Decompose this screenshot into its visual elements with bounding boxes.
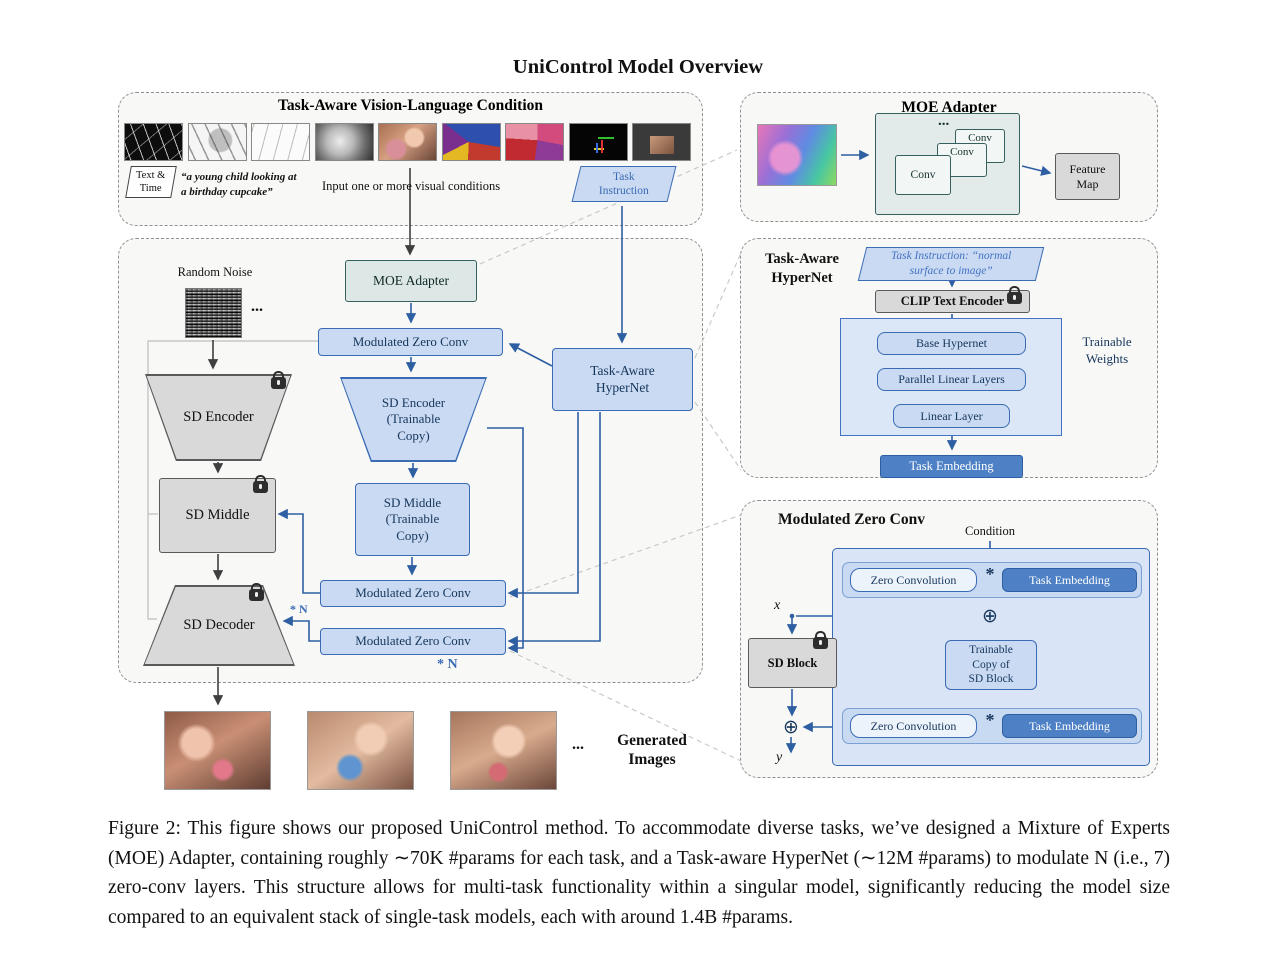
hypernet-task-instruction-shape: Task Instruction: “normal surface to ima…: [857, 247, 1045, 281]
lock-icon: [249, 583, 264, 601]
parallel-linear-layers-box: Parallel Linear Layers: [877, 368, 1026, 391]
conv-box-back-label: Conv: [968, 132, 992, 144]
generated-image-1: [164, 711, 271, 790]
noise-ellipsis: ...: [251, 298, 263, 315]
sd-encoder-label: SD Encoder: [183, 409, 254, 426]
mzc-panel-title: Modulated Zero Conv: [778, 511, 925, 528]
n-repeat-side-label: * N: [290, 602, 308, 616]
generated-images-label: Generated Images: [617, 732, 687, 769]
moe-adapter-box: MOE Adapter: [345, 260, 477, 302]
moe-panel-title: MOE Adapter: [901, 99, 997, 116]
hypernet-task-instruction-label: Task Instruction: “normal surface to ima…: [890, 250, 1012, 277]
modulated-zero-conv-top-box: Modulated Zero Conv: [318, 328, 503, 356]
task-instruction-label: Task Instruction: [599, 170, 649, 197]
task-instruction-shape: Task Instruction: [571, 166, 677, 202]
conv-box-front-label: Conv: [910, 169, 936, 181]
generated-image-3: [450, 711, 557, 790]
feature-map-box: Feature Map: [1055, 153, 1120, 200]
base-hypernet-box: Base Hypernet: [877, 332, 1026, 355]
condition-thumbnail-hed-boundary-map: [187, 123, 247, 161]
y-output-label: y: [776, 750, 783, 765]
text-time-label: Text & Time: [136, 169, 166, 194]
prompt-quote: “a young child looking at a birthday cup…: [181, 171, 297, 198]
task-embedding-bottom-box: Task Embedding: [1002, 714, 1137, 738]
sd-decoder-label: SD Decoder: [183, 617, 255, 634]
trainable-weights-label: Trainable Weights: [1082, 334, 1132, 366]
generated-images-dots: ...: [572, 736, 584, 753]
sd-decoder: SD Decoder: [143, 585, 295, 666]
condition-thumbnails: [124, 123, 697, 161]
task-aware-hypernet-box: Task-Aware HyperNet: [552, 348, 693, 411]
modulated-zero-conv-bottom-box: Modulated Zero Conv: [320, 628, 506, 655]
figure-caption: Figure 2: This figure shows our proposed…: [108, 818, 1170, 928]
sd-encoder-trainable-copy: SD Encoder (Trainable Copy): [340, 377, 487, 462]
add-operator-left: ⊕: [783, 716, 799, 738]
normal-map-image: [757, 124, 837, 186]
lock-icon: [813, 631, 828, 649]
multiply-star-bottom: *: [985, 710, 995, 730]
condition-thumbnail-source-photo: [378, 123, 437, 161]
generated-image-2: [307, 711, 414, 790]
lock-icon: [253, 475, 268, 493]
lock-icon: [1007, 286, 1022, 304]
conv-box-front: Conv: [895, 155, 951, 195]
text-time-shape: Text & Time: [125, 166, 177, 198]
condition-label: Condition: [964, 524, 1015, 538]
modulated-zero-conv-mid-box: Modulated Zero Conv: [320, 580, 506, 607]
sd-encoder-trainable-label: SD Encoder (Trainable Copy): [381, 395, 446, 443]
linear-layer-box: Linear Layer: [893, 404, 1010, 428]
x-input-label: x: [774, 598, 781, 613]
lock-icon: [271, 371, 286, 389]
condition-thumbnail-segmentation-map: [441, 123, 501, 161]
random-noise-label: Random Noise: [177, 265, 253, 279]
condition-thumbnail-outpainting-mask: [632, 123, 691, 161]
multiply-star-top: *: [985, 564, 995, 584]
condition-thumbnail-human-pose-skeleton: [568, 123, 628, 161]
conv-box-mid-label: Conv: [950, 146, 974, 158]
condition-thumbnail-colorful-segmentation-map: [505, 123, 564, 161]
figure-title: UniControl Model Overview: [512, 56, 764, 78]
zero-convolution-top-box: Zero Convolution: [850, 568, 977, 592]
condition-thumbnail-depth-map: [314, 123, 374, 161]
condition-thumbnail-canny-edge-map: [124, 123, 183, 161]
condition-panel-title: Task-Aware Vision-Language Condition: [278, 97, 543, 114]
sd-middle-trainable-box: SD Middle (Trainable Copy): [355, 483, 470, 556]
hypernet-panel-title: Task-Aware HyperNet: [765, 251, 839, 286]
add-operator-right: ⊕: [982, 605, 998, 627]
zero-convolution-bottom-box: Zero Convolution: [850, 714, 977, 738]
trainable-copy-sd-block-box: Trainable Copy of SD Block: [945, 640, 1037, 690]
input-note: Input one or more visual conditions: [322, 179, 501, 193]
sd-encoder: SD Encoder: [145, 374, 292, 461]
task-embedding-top-box: Task Embedding: [1002, 568, 1137, 592]
n-repeat-bottom-label: * N: [437, 657, 458, 672]
hypernet-task-embedding-box: Task Embedding: [880, 455, 1023, 478]
conv-stack-dots: ...: [938, 113, 950, 129]
clip-text-encoder-box: CLIP Text Encoder: [875, 290, 1030, 313]
condition-thumbnail-user-sketch: [251, 123, 310, 161]
random-noise-image: [185, 288, 242, 338]
